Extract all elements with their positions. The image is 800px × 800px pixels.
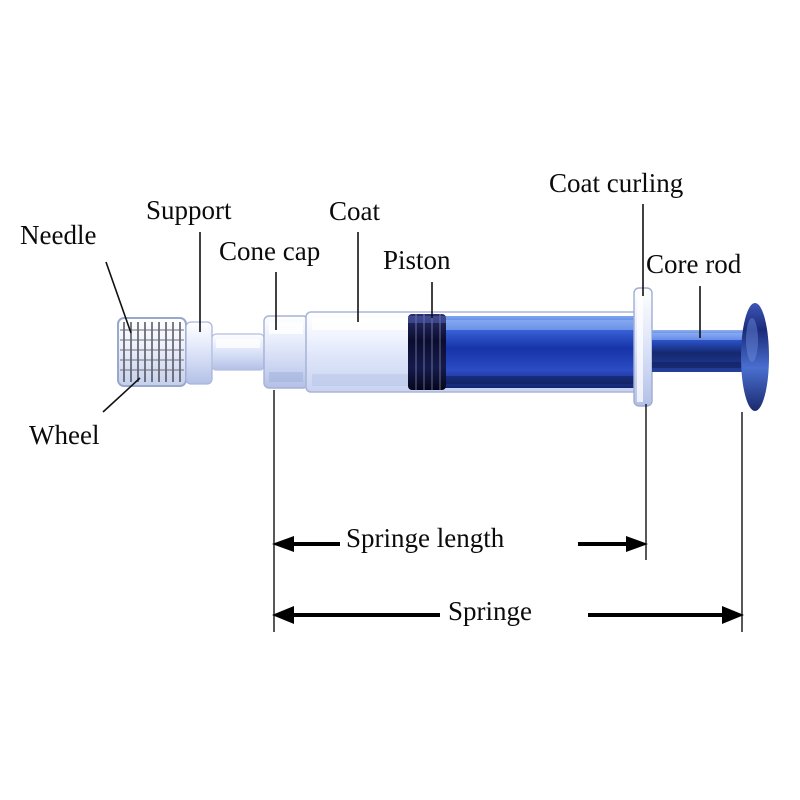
label-needle: Needle <box>20 220 97 250</box>
leader-wheel <box>102 377 141 413</box>
barrel-coat <box>305 311 643 393</box>
label-springe: Springe <box>448 596 532 626</box>
label-piston: Piston <box>383 245 451 275</box>
leader-lines <box>102 204 701 413</box>
needle-wheel-head <box>117 317 187 387</box>
core-rod <box>652 330 746 372</box>
dimension-springe-length <box>272 536 648 552</box>
support-collar <box>185 321 265 385</box>
thumb-flange <box>741 303 769 411</box>
coat-curling-flange <box>633 287 653 407</box>
label-cone-cap: Cone cap <box>219 236 321 266</box>
label-springe-length: Springe length <box>346 523 505 553</box>
piston <box>408 314 446 390</box>
leader-needle <box>105 261 132 334</box>
dimension-springe <box>272 606 744 624</box>
dimension-extensions <box>273 390 743 632</box>
cone-cap <box>263 315 309 389</box>
label-support: Support <box>146 195 232 225</box>
syringe-assembly <box>117 287 769 411</box>
label-coat: Coat <box>329 196 380 226</box>
label-wheel: Wheel <box>29 420 100 450</box>
label-coat-curling: Coat curling <box>549 168 684 198</box>
label-core-rod: Core rod <box>646 249 742 279</box>
